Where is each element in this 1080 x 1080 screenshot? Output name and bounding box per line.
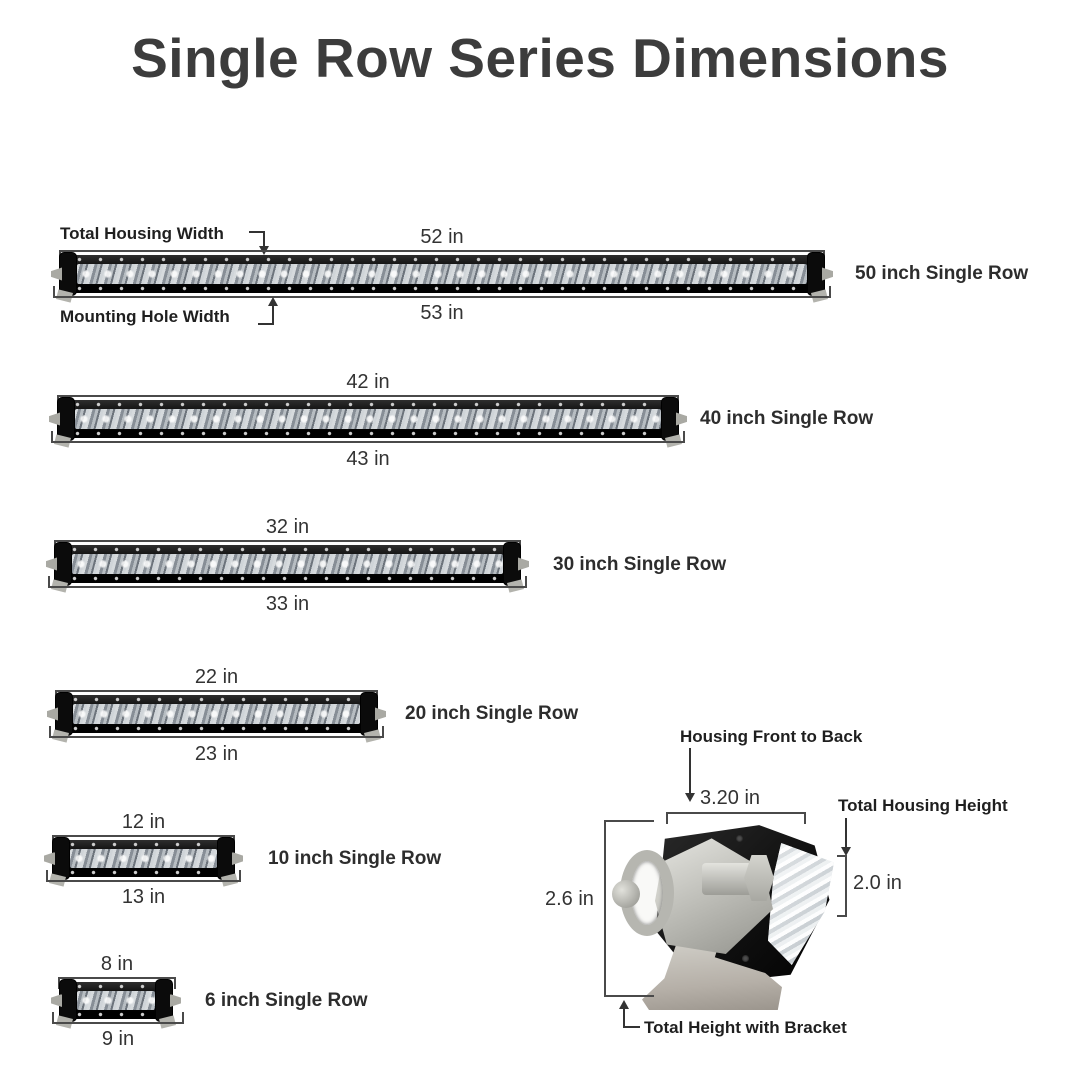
dimension-bracket-bottom (51, 431, 685, 443)
dimension-bracket-vertical (837, 855, 847, 917)
led-lens-strip (73, 704, 360, 724)
housing-width-dim: 42 in (346, 371, 390, 393)
endcap-right (504, 543, 520, 585)
led-lens-strip (70, 849, 217, 868)
total-height-dim: 2.6 in (545, 888, 594, 910)
housing-height-dim: 2.0 in (853, 872, 902, 894)
endcap-left (58, 398, 74, 440)
endcap-left (56, 693, 72, 735)
bolt-head (744, 855, 774, 901)
bar-label-30: 30 inch Single Row (553, 554, 727, 575)
endcap-left (53, 838, 69, 879)
mount-tab-left (44, 852, 55, 865)
mount-tab-left (46, 557, 57, 571)
mount-tab-right (170, 994, 181, 1007)
connector-line (623, 1026, 640, 1028)
endcap-left (60, 253, 76, 295)
bar-label-6: 6 inch Single Row (205, 990, 368, 1011)
total-height-with-bracket-label: Total Height with Bracket (644, 1018, 847, 1037)
mounting-width-dim: 9 in (101, 1028, 135, 1050)
dimension-bracket-bottom (53, 286, 831, 298)
housing-width-dim: 8 in (100, 953, 134, 975)
mount-tab-right (518, 557, 529, 571)
dimension-bracket-top (666, 812, 806, 824)
bar-label-10: 10 inch Single Row (268, 848, 442, 869)
dimension-bracket-bottom (52, 1012, 184, 1024)
elbow-up-arrow-icon (258, 297, 278, 325)
mount-tab-left (51, 994, 62, 1007)
mount-tab-left (47, 707, 58, 721)
lightbar-graphic-20 (47, 693, 386, 743)
mounting-width-dim: 23 in (194, 743, 239, 765)
lightbar-lens-front (768, 843, 834, 965)
dimension-bracket-bottom (48, 576, 527, 588)
page-title: Single Row Series Dimensions (131, 27, 949, 89)
housing-width-dim: 52 in (420, 226, 464, 248)
endcap-right (361, 693, 377, 735)
mount-tab-right (822, 267, 833, 281)
housing-front-to-back-label: Housing Front to Back (680, 727, 863, 746)
housing-screw (742, 955, 749, 962)
dimension-bracket-bottom (46, 870, 241, 882)
knob-bolt (612, 880, 640, 908)
mounting-width-dim: 43 in (346, 448, 390, 470)
mounting-hole-width-label: Mounting Hole Width (60, 307, 230, 326)
endcap-right (662, 398, 678, 440)
housing-width-dim: 22 in (194, 666, 239, 688)
led-lens-strip (75, 409, 661, 429)
endcap-right (218, 838, 234, 879)
mounting-width-dim: 13 in (121, 886, 166, 908)
endcap-right (808, 253, 824, 295)
total-housing-width-label: Total Housing Width (60, 224, 224, 243)
mount-tab-right (375, 707, 386, 721)
lightbar-graphic-50 (51, 253, 833, 303)
dimension-bracket-vertical (604, 820, 654, 997)
endcap-left (55, 543, 71, 585)
mount-tab-left (49, 412, 60, 426)
bar-label-50: 50 inch Single Row (855, 263, 1029, 284)
front-to-back-dim: 3.20 in (700, 787, 761, 809)
led-lens-strip (77, 264, 807, 284)
lightbar-graphic-40 (49, 398, 687, 448)
bar-label-40: 40 inch Single Row (700, 408, 874, 429)
total-housing-height-label: Total Housing Height (838, 796, 1008, 815)
led-lens-strip (72, 554, 503, 574)
mount-tab-left (51, 267, 62, 281)
mount-tab-right (676, 412, 687, 426)
dimension-bracket-bottom (49, 726, 384, 738)
housing-width-dim: 12 in (121, 811, 166, 833)
housing-width-dim: 32 in (265, 516, 310, 538)
lightbar-graphic-6 (51, 980, 181, 1029)
mount-tab-right (232, 852, 243, 865)
bar-label-20: 20 inch Single Row (405, 703, 579, 724)
lightbar-graphic-30 (46, 543, 529, 593)
housing-screw (736, 835, 743, 842)
led-lens-strip (77, 991, 155, 1010)
lightbar-graphic-10 (44, 838, 243, 887)
endcap-left (60, 980, 76, 1021)
mounting-width-dim: 53 in (420, 302, 464, 324)
mounting-width-dim: 33 in (265, 593, 310, 615)
dimension-bracket-top (58, 977, 176, 989)
endcap-right (156, 980, 172, 1021)
